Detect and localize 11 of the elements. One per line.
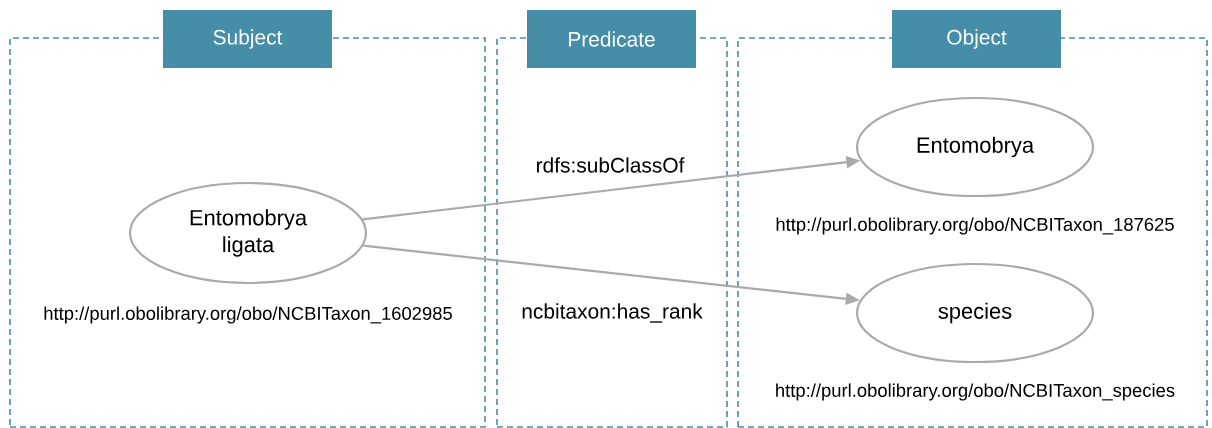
uri-text: http://purl.obolibrary.org/obo/NCBITaxon_187625 bbox=[776, 217, 1174, 235]
ellipse-node: species bbox=[855, 262, 1095, 364]
ellipse-node: Entomobrya ligata bbox=[128, 181, 368, 285]
uri-text: http://purl.obolibrary.org/obo/NCBITaxon_species bbox=[776, 383, 1175, 401]
header-tab: Predicate bbox=[527, 10, 696, 68]
edge-label: ncbitaxon:has_rank bbox=[519, 301, 705, 325]
ellipse-node: Entomobrya bbox=[855, 96, 1095, 198]
edge-label: rdfs:subClassOf bbox=[533, 155, 687, 175]
header-tab: Subject bbox=[163, 10, 332, 68]
uri-text: http://purl.obolibrary.org/obo/NCBITaxon_1602985 bbox=[44, 306, 452, 324]
header-tab: Object bbox=[892, 10, 1061, 68]
